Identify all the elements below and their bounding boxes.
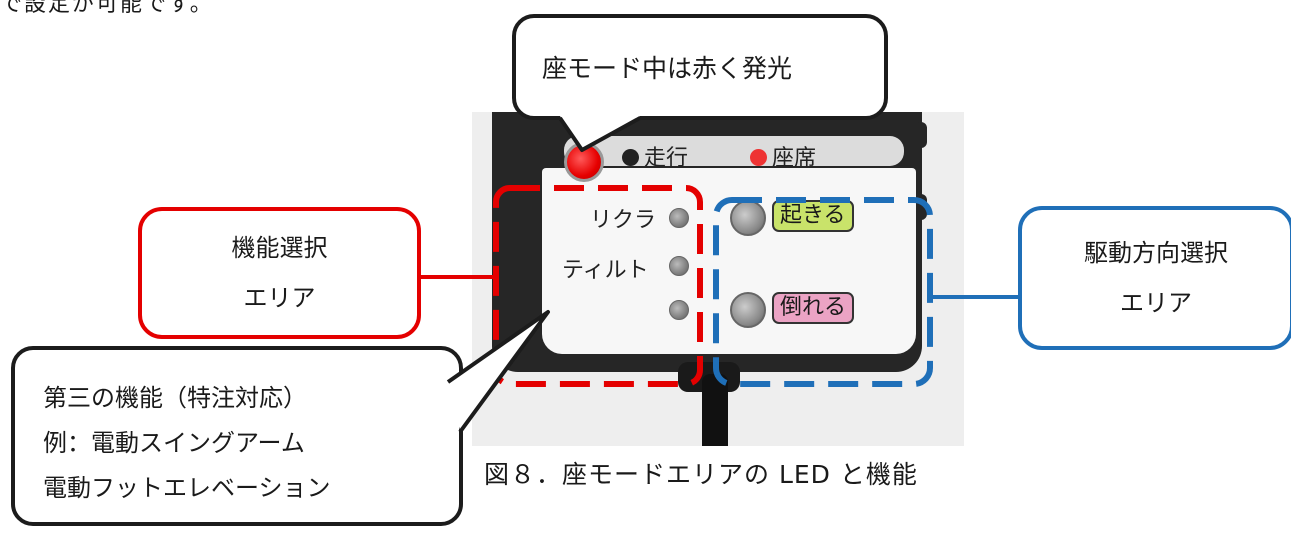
figure-caption: 図８．座モードエリアの LED と機能 bbox=[484, 460, 918, 489]
drive-area-line2: エリア bbox=[1120, 289, 1192, 317]
down-button-label: 倒れる bbox=[772, 292, 855, 324]
cable bbox=[702, 374, 728, 446]
third-function-led bbox=[669, 300, 689, 320]
seat-mode-led bbox=[564, 142, 604, 182]
status-seat-label: 座席 bbox=[772, 146, 817, 171]
function-area-line1: 機能選択 bbox=[231, 234, 328, 262]
drive-area-line1: 駆動方向選択 bbox=[1084, 239, 1228, 267]
func-recline-label: リクラ bbox=[590, 208, 657, 233]
tilt-led bbox=[669, 256, 689, 276]
seat-indicator-dot bbox=[750, 149, 767, 166]
drive-direction-area-label: 駆動方向選択 エリア bbox=[1018, 206, 1291, 350]
function-select-area-label: 機能選択 エリア bbox=[138, 207, 421, 339]
intro-text-fragment: で設定が可能です。 bbox=[0, 0, 214, 17]
seat-mode-callout-text: 座モード中は赤く発光 bbox=[542, 54, 793, 83]
function-area-line2: エリア bbox=[243, 284, 316, 312]
side-knob bbox=[915, 194, 927, 220]
recline-led bbox=[669, 208, 689, 228]
status-run-label: 走行 bbox=[644, 146, 689, 171]
third-function-line1: 第三の機能（特注対応） bbox=[43, 384, 307, 412]
seat-mode-callout: 座モード中は赤く発光 bbox=[512, 14, 888, 120]
control-panel-photo: 走行 座席 リクラ ティルト 起きる 倒れる bbox=[472, 112, 964, 446]
mode-status-strip bbox=[564, 136, 904, 166]
side-knob bbox=[915, 122, 927, 148]
third-function-callout: 第三の機能（特注対応） 例：電動スイングアーム 電動フットエレベーション bbox=[11, 346, 463, 526]
up-led bbox=[730, 200, 766, 236]
down-led bbox=[730, 292, 766, 328]
run-indicator-dot bbox=[622, 149, 639, 166]
third-function-line2: 例：電動スイングアーム bbox=[43, 429, 305, 457]
up-button-label: 起きる bbox=[772, 200, 854, 232]
third-function-line3: 電動フットエレベーション bbox=[43, 474, 331, 502]
func-tilt-label: ティルト bbox=[562, 258, 649, 283]
